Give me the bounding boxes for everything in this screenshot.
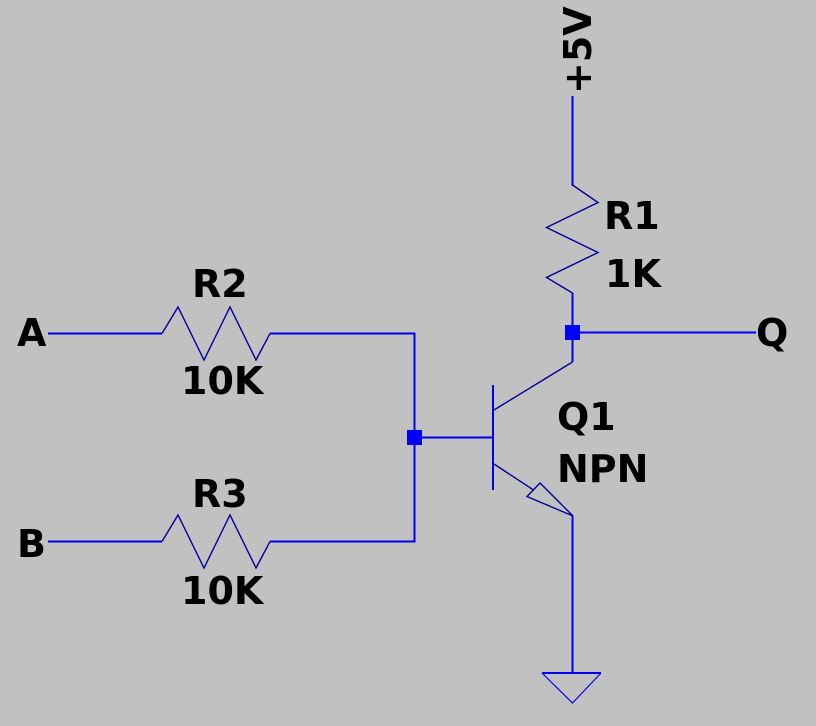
resistor-r1[interactable]: R1 1K xyxy=(544,184,663,327)
resistor-zigzag xyxy=(161,513,271,570)
ground-symbol[interactable] xyxy=(541,672,602,704)
transistor-q1[interactable]: Q1 NPN xyxy=(492,339,648,517)
power-terminal[interactable]: +5V xyxy=(556,6,600,186)
junction-dot-output[interactable] xyxy=(565,325,580,340)
resistor-r3[interactable]: R3 10K xyxy=(161,472,271,613)
resistor-zigzag xyxy=(161,305,271,362)
vcc-label: +5V xyxy=(556,6,600,94)
transistor-ref-label: Q1 xyxy=(557,395,616,439)
ground-triangle-icon xyxy=(541,672,602,704)
output-port-label[interactable]: Q xyxy=(756,311,788,355)
input-b-port-label[interactable]: B xyxy=(17,522,46,566)
resistor-ref-label: R2 xyxy=(192,262,248,306)
resistor-r2[interactable]: R2 10K xyxy=(161,262,271,403)
transistor-collector-line xyxy=(493,361,573,411)
resistor-ref-label: R1 xyxy=(604,194,660,238)
resistor-value-label: 10K xyxy=(181,569,265,613)
input-a-port-label[interactable]: A xyxy=(17,311,47,355)
transistor-type-label: NPN xyxy=(557,447,648,491)
resistor-ref-label: R3 xyxy=(192,472,248,516)
resistor-value-label: 10K xyxy=(181,359,265,403)
resistor-zigzag xyxy=(544,184,600,294)
junction-dot-base[interactable] xyxy=(407,430,422,445)
resistor-value-label: 1K xyxy=(605,252,662,296)
emitter-arrow-icon xyxy=(525,482,574,517)
